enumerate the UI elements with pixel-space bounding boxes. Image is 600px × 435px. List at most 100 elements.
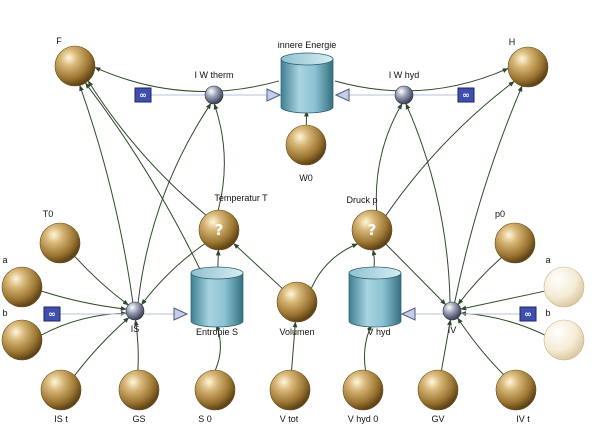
node-innere-energie[interactable]: innere Energie bbox=[278, 40, 337, 114]
variable-sphere bbox=[40, 369, 82, 411]
connector-gv-to-iv_flow bbox=[440, 319, 452, 371]
node-F[interactable]: F bbox=[54, 36, 96, 87]
node-t0[interactable]: T0 bbox=[39, 209, 81, 264]
connector-gs-to-is_flow bbox=[133, 319, 139, 371]
valve-sphere bbox=[204, 85, 224, 105]
node-iv-t[interactable]: IV t bbox=[495, 369, 537, 424]
node-iw-hyd[interactable]: I W hyd bbox=[389, 70, 420, 105]
node-label: Temperatur T bbox=[214, 193, 268, 203]
pipe-is: ∞ bbox=[43, 306, 189, 322]
infinity-source-icon: ∞ bbox=[457, 87, 475, 103]
connector-arrows bbox=[41, 67, 545, 376]
node-gs[interactable]: GS bbox=[118, 369, 160, 424]
variable-sphere bbox=[269, 369, 311, 411]
unknown-symbol: ? bbox=[368, 221, 377, 239]
node-b-right[interactable]: b bbox=[543, 308, 585, 361]
infinity-source-icon: ∞ bbox=[134, 87, 152, 103]
node-label: H bbox=[509, 37, 516, 47]
variable-sphere bbox=[54, 45, 96, 87]
variable-sphere bbox=[543, 266, 585, 308]
connector-s0-to-entropie bbox=[214, 324, 221, 371]
node-b-left[interactable]: b bbox=[1, 308, 43, 361]
connector-iv_t-to-iv_flow bbox=[457, 317, 504, 375]
valve-sphere bbox=[394, 85, 414, 105]
connector-iv_flow-to-H bbox=[454, 85, 523, 303]
svg-text:∞: ∞ bbox=[139, 91, 147, 101]
variable-sphere bbox=[494, 222, 536, 264]
connector-entropie-to-temperatur bbox=[215, 249, 221, 270]
connector-v_hyd0-to-v_hyd bbox=[363, 324, 372, 371]
svg-text:∞: ∞ bbox=[462, 91, 470, 101]
node-v-hyd[interactable]: V hyd bbox=[348, 266, 402, 337]
node-label: F bbox=[56, 36, 62, 46]
node-p0[interactable]: p0 bbox=[494, 209, 536, 264]
unknown-symbol: ? bbox=[215, 221, 224, 239]
node-label: S 0 bbox=[198, 414, 212, 424]
connector-p0-to-iv_flow bbox=[457, 257, 502, 305]
variable-sphere bbox=[118, 369, 160, 411]
connector-a_right-to-iv_flow bbox=[460, 290, 545, 311]
node-label: a bbox=[545, 255, 550, 265]
node-label: I W hyd bbox=[389, 70, 420, 80]
connector-a_left-to-is_flow bbox=[41, 290, 127, 311]
node-a-right[interactable]: a bbox=[543, 255, 585, 308]
node-w0[interactable]: W0 bbox=[285, 124, 327, 183]
infinity-source-icon: ∞ bbox=[519, 306, 537, 322]
variable-sphere bbox=[1, 319, 43, 361]
stock-cylinder bbox=[280, 52, 334, 114]
node-H[interactable]: H bbox=[507, 37, 549, 88]
node-s0[interactable]: S 0 bbox=[194, 369, 236, 424]
infinity-source-icon: ∞ bbox=[43, 306, 61, 322]
node-label: IS bbox=[131, 324, 140, 334]
node-iv-flow[interactable]: IV bbox=[442, 301, 462, 335]
node-label: p0 bbox=[495, 209, 505, 219]
node-druck[interactable]: ?Druck p bbox=[346, 195, 393, 251]
node-label: b bbox=[2, 308, 7, 318]
node-a-left[interactable]: a bbox=[1, 255, 43, 308]
variable-sphere bbox=[285, 124, 327, 166]
node-label: IV bbox=[448, 325, 457, 335]
node-label: V tot bbox=[280, 414, 299, 424]
node-volumen[interactable]: Volumen bbox=[276, 281, 318, 337]
node-label: IV t bbox=[516, 414, 530, 424]
valve-sphere bbox=[125, 301, 145, 321]
node-iw-therm[interactable]: I W therm bbox=[194, 70, 234, 105]
node-entropie[interactable]: Entropie S bbox=[190, 266, 244, 337]
connector-druck-to-H bbox=[385, 81, 515, 216]
node-v-tot[interactable]: V tot bbox=[269, 369, 311, 424]
connector-iv_flow-to-iw_hyd bbox=[405, 103, 451, 303]
node-v-hyd0[interactable]: V hyd 0 bbox=[342, 369, 384, 424]
connector-volumen-to-druck bbox=[310, 243, 359, 289]
pipe-iv: ∞ bbox=[400, 306, 537, 322]
node-label: a bbox=[2, 255, 7, 265]
connector-v_hyd-to-druck bbox=[371, 249, 377, 270]
connector-volumen-to-temperatur bbox=[233, 243, 283, 289]
node-gv[interactable]: GV bbox=[417, 369, 459, 424]
connector-t0-to-is_flow bbox=[74, 256, 129, 306]
node-label: Volumen bbox=[279, 327, 314, 337]
node-is-flow[interactable]: IS bbox=[125, 301, 145, 334]
connector-innere_energie-to-F bbox=[94, 67, 280, 92]
connector-temperatur-to-F bbox=[87, 80, 207, 216]
valve-sphere bbox=[442, 301, 462, 321]
node-is-t[interactable]: IS t bbox=[40, 369, 82, 424]
connector-temperatur-to-is_flow bbox=[141, 243, 205, 306]
node-label: IS t bbox=[54, 414, 68, 424]
node-label: W0 bbox=[299, 173, 313, 183]
variable-sphere bbox=[351, 209, 393, 251]
svg-text:∞: ∞ bbox=[524, 310, 532, 320]
variable-sphere bbox=[342, 369, 384, 411]
node-temperatur[interactable]: ? Temperatur T bbox=[198, 193, 268, 251]
stock-cylinder bbox=[190, 266, 244, 328]
variable-sphere bbox=[198, 209, 240, 251]
variable-sphere bbox=[495, 369, 537, 411]
node-label: Entropie S bbox=[196, 327, 238, 337]
node-label: V hyd bbox=[367, 327, 390, 337]
connector-innere_energie-to-H bbox=[334, 67, 509, 92]
connector-is_flow-to-F bbox=[79, 84, 134, 303]
node-label: I W therm bbox=[194, 70, 233, 80]
variable-sphere bbox=[194, 369, 236, 411]
connector-entropie-to-F bbox=[85, 82, 201, 270]
